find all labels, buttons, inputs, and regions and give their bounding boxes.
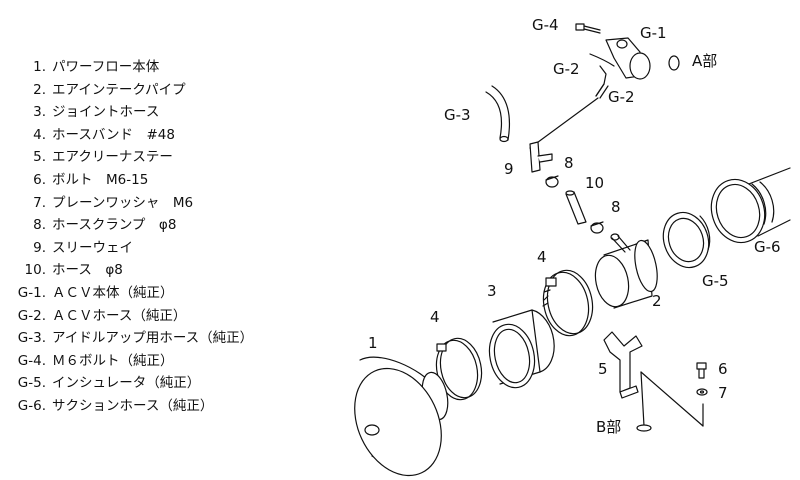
part-number: 8. [33, 217, 46, 234]
part-name: ＡＣＶホース（純正） [52, 307, 187, 324]
part-number: 4. [33, 126, 46, 143]
hose-10 [565, 190, 587, 225]
part-number: 5. [33, 149, 46, 166]
label-8-upper: 8 [564, 154, 574, 172]
acv-body-g1 [575, 23, 651, 99]
part-name: プレーンワッシャ M6 [52, 194, 194, 211]
parts-list-item: 3. ジョイントホース [0, 101, 300, 124]
part-number: G-1. [17, 284, 46, 301]
part-name: ＡＣＶ本体（純正） [52, 284, 174, 301]
parts-list-item: 4. ホースバンド #48 [0, 124, 300, 147]
hose-clamp-lower [590, 221, 604, 234]
air-cleaner-stay [603, 331, 704, 432]
part-name: アイドルアップ用ホース（純正） [52, 330, 254, 347]
label-g2-upper: G-2 [553, 60, 580, 78]
label-b-part: B部 [596, 418, 621, 436]
label-g5: G-5 [702, 272, 729, 290]
parts-list-item: 6. ボルト M6-15 [0, 169, 300, 192]
part-number: 6. [33, 171, 46, 188]
three-way-fitting [529, 141, 553, 173]
parts-list-item: 5. エアクリーナステー [0, 146, 300, 169]
hose-clamp-upper [545, 175, 559, 188]
part-name: パワーフロー本体 [52, 59, 160, 75]
part-name: ジョイントホース [52, 104, 160, 121]
parts-list-item: 1. パワーフロー本体 [0, 56, 300, 79]
parts-list-item: G-4. Ｍ６ボルト（純正） [0, 350, 300, 373]
label-8-lower: 8 [611, 198, 621, 216]
part-name: ホースクランプ φ8 [52, 217, 177, 234]
air-intake-pipe [594, 233, 658, 309]
label-4-right: 4 [537, 248, 547, 266]
label-9: 9 [504, 160, 514, 178]
part-number: 10. [24, 262, 46, 279]
power-flow-body [354, 356, 449, 477]
part-name: サクションホース（純正） [52, 397, 214, 414]
part-name: ホース φ8 [52, 262, 123, 279]
part-name: ホースバンド #48 [52, 126, 175, 143]
label-2: 2 [652, 292, 662, 310]
joint-hose [488, 309, 555, 389]
label-1: 1 [368, 334, 378, 352]
hose-band-left [435, 337, 483, 401]
parts-list-item: G-3. アイドルアップ用ホース（純正） [0, 327, 300, 350]
part-number: 9. [33, 239, 46, 256]
insulator-g5 [662, 211, 711, 269]
bolt-m6 [696, 362, 707, 379]
parts-list-item: G-6. サクションホース（純正） [0, 395, 300, 418]
suction-hose-g6 [710, 166, 791, 244]
label-6: 6 [718, 360, 728, 378]
part-name: エアインテークパイプ [52, 81, 186, 98]
hose-leader-line [529, 97, 599, 149]
part-number: 1. [33, 59, 46, 75]
part-name: Ｍ６ボルト（純正） [52, 352, 174, 369]
part-name: インシュレータ（純正） [52, 375, 201, 392]
part-number: G-5. [17, 375, 46, 392]
part-name: ボルト M6-15 [52, 171, 149, 188]
hose-band-right [542, 269, 594, 337]
part-number: G-3. [17, 330, 46, 347]
label-7: 7 [718, 384, 728, 402]
parts-list: 1. パワーフロー本体 2. エアインテークパイプ 3. ジョイントホース 4. ホースバンド… [0, 56, 300, 418]
parts-list-item: G-2. ＡＣＶホース（純正） [0, 305, 300, 328]
parts-list-item: 8. ホースクランプ φ8 [0, 214, 300, 237]
label-10: 10 [585, 174, 604, 192]
plain-washer [696, 388, 708, 396]
label-g2-lower: G-2 [608, 88, 635, 106]
parts-list-item: G-5. インシュレータ（純正） [0, 372, 300, 395]
part-name: スリーウェイ [52, 239, 133, 256]
part-number: 3. [33, 104, 46, 121]
label-g3: G-3 [444, 106, 471, 124]
label-g1: G-1 [640, 24, 667, 42]
a-part-connector [668, 55, 680, 71]
part-number: 7. [33, 194, 46, 211]
part-number: 2. [33, 81, 46, 98]
label-5: 5 [598, 360, 608, 378]
label-4-left: 4 [430, 308, 440, 326]
parts-list-item: 7. プレーンワッシャ M6 [0, 192, 300, 215]
label-3: 3 [487, 282, 497, 300]
label-g4: G-4 [532, 16, 559, 34]
parts-list-item: G-1. ＡＣＶ本体（純正） [0, 282, 300, 305]
part-number: G-6. [17, 397, 46, 414]
parts-list-item: 9. スリーウェイ [0, 237, 300, 260]
parts-list-item: 2. エアインテークパイプ [0, 79, 300, 102]
part-number: G-2. [17, 307, 46, 324]
part-number: G-4. [17, 352, 46, 369]
idle-up-hose-g3 [485, 85, 511, 143]
label-g6: G-6 [754, 238, 781, 256]
parts-list-item: 10. ホース φ8 [0, 259, 300, 282]
part-name: エアクリーナステー [52, 149, 173, 166]
label-a-part: A部 [692, 52, 717, 70]
